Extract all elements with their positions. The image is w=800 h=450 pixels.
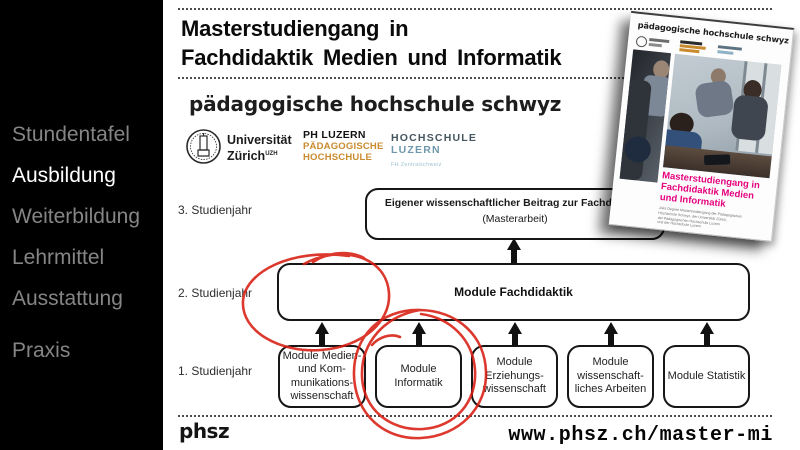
hslu-logo: HOCHSCHULE LUZERN FH Zentralschweiz	[391, 132, 477, 171]
module-fachdidaktik-label: Module Fachdidaktik	[454, 285, 573, 299]
module-line: Module Statistik	[667, 369, 746, 382]
phlu-logo-line2: PÄDAGOGISCHE	[303, 141, 384, 152]
brochure-cover-overlay: pädagogische hochschule schwyz Masterstu…	[608, 10, 795, 242]
module-medien-kommunikation-box: Module Medien- und Kom- munikations- wis…	[278, 345, 366, 408]
module-line: Erziehungs-	[485, 369, 544, 382]
year-label-2: 2. Studienjahr	[178, 286, 253, 300]
brochure-photo-main	[663, 53, 782, 179]
footer-url: www.phsz.ch/master-mi	[508, 424, 773, 447]
sidebar-item-lehrmittel[interactable]: Lehrmittel	[12, 246, 105, 269]
hslu-logo-line2: LUZERN	[391, 144, 441, 156]
module-line: und Kom-	[298, 363, 346, 375]
brochure-phlu-logo	[679, 40, 706, 54]
sidebar-nav: Stundentafel Ausbildung Weiterbildung Le…	[0, 0, 163, 450]
divider-top	[178, 8, 772, 10]
hslu-logo-line1: HOCHSCHULE	[391, 132, 478, 144]
divider-title	[178, 77, 772, 79]
masterarbeit-box-line1: Eigener wissenschaftlicher Beitrag zur F…	[384, 197, 646, 209]
uzh-superscript: UZH	[265, 151, 278, 157]
uzh-logo-line2: ZürichUZH	[227, 149, 278, 164]
year-label-1: 1. Studienjahr	[178, 364, 253, 378]
module-line: Module Medien-	[282, 349, 362, 362]
module-line: Module	[496, 356, 533, 369]
sidebar-item-ausstattung[interactable]: Ausstattung	[12, 287, 123, 310]
brochure-uzh-logo	[635, 35, 671, 50]
red-pen-hook	[370, 334, 402, 347]
module-line: liches Arbeiten	[574, 383, 647, 396]
phlu-logo: PH LUZERN PÄDAGOGISCHE HOCHSCHULE	[303, 129, 384, 164]
module-line: Module	[400, 363, 437, 375]
uzh-logo-line1: Universität	[227, 133, 292, 147]
module-line: wissenschaft	[483, 383, 546, 396]
brochure-hslu-logo	[717, 44, 742, 57]
sidebar-item-stundentafel[interactable]: Stundentafel	[12, 123, 130, 146]
divider-footer	[178, 415, 772, 417]
hslu-logo-line3: FH Zentralschweiz	[391, 162, 442, 168]
red-circle-fachdidaktik-overlap	[311, 251, 366, 264]
phlu-logo-line1: PH LUZERN	[303, 129, 366, 141]
slide-title: Masterstudiengang in Fachdidaktik Medien…	[181, 14, 562, 72]
sidebar-item-weiterbildung[interactable]: Weiterbildung	[12, 205, 141, 228]
module-line: wissenschaft-	[577, 369, 644, 382]
module-fachdidaktik-box: Module Fachdidaktik	[277, 263, 750, 321]
slide-title-line2: Fachdidaktik Medien und Informatik	[181, 45, 562, 70]
module-erziehungswissenschaft-box: Module Erziehungs- wissenschaft	[471, 345, 558, 408]
sidebar-item-praxis[interactable]: Praxis	[12, 339, 71, 362]
phlu-logo-line3: HOCHSCHULE	[303, 152, 373, 163]
year-label-3: 3. Studienjahr	[178, 203, 253, 217]
uzh-seal-icon	[186, 129, 221, 164]
module-line: Informatik	[394, 376, 443, 389]
phsz-wordmark: phsz	[179, 419, 230, 443]
slide-title-line1: Masterstudiengang in	[181, 16, 409, 41]
phsz-brand-heading: pädagogische hochschule schwyz	[189, 92, 562, 116]
sidebar-item-ausbildung[interactable]: Ausbildung	[12, 164, 116, 187]
uzh-logo: Universität ZürichUZH	[227, 133, 292, 163]
module-statistik-box: Module Statistik	[663, 345, 750, 408]
module-informatik-box: Module Informatik	[375, 345, 462, 408]
module-line: wissenschaft	[290, 390, 354, 402]
masterarbeit-box-line2: (Masterarbeit)	[482, 213, 548, 225]
masterarbeit-box: Eigener wissenschaftlicher Beitrag zur F…	[365, 188, 665, 240]
module-line: Module	[592, 356, 629, 369]
module-line: munikations-	[290, 376, 354, 389]
module-wissenschaftliches-arbeiten-box: Module wissenschaft- liches Arbeiten	[567, 345, 654, 408]
